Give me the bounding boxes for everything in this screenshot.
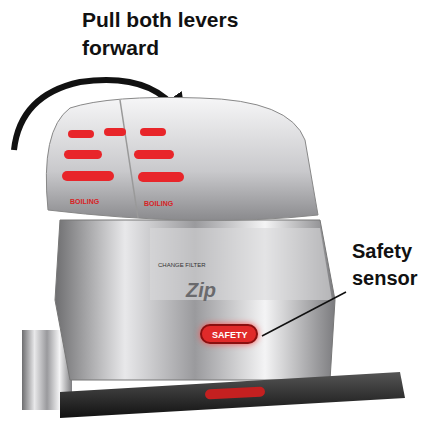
instruction-text: Pull both levers forward: [82, 6, 282, 63]
lever-label: BOILING: [144, 200, 204, 207]
spout: [60, 372, 405, 418]
lever-pair: [46, 97, 318, 220]
spout-led: [205, 386, 265, 399]
tap-body: [55, 220, 335, 380]
body-facet: [150, 228, 332, 300]
lever-split: [120, 100, 138, 218]
led-indicators: [62, 128, 184, 182]
brand-logo: Zip: [186, 280, 246, 300]
safety-sensor-button: SAFETY: [200, 324, 258, 344]
lever-label: BOILING: [70, 198, 130, 205]
leader-line: [262, 292, 346, 336]
button-text: SAFETY: [212, 330, 246, 340]
filter-indicator: CHANGE FILTER: [158, 262, 248, 268]
callout-label: Safety sensor: [352, 238, 440, 292]
